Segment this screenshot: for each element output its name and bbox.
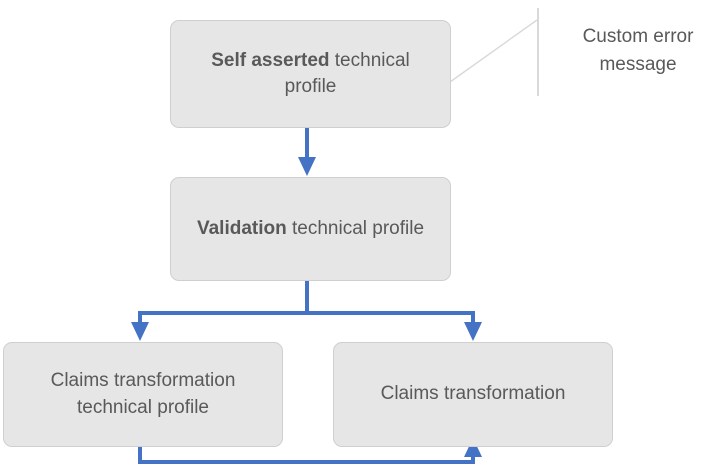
node-self-asserted-label: Self asserted technical profile (185, 48, 436, 100)
callout-line-1: Custom error (582, 26, 694, 47)
node-claims-transformation-technical-profile[interactable]: Claims transformation technical profile (3, 342, 283, 447)
arrow-self-asserted-to-validation (298, 128, 316, 176)
node-validation-label: Validation technical profile (185, 216, 436, 242)
arrow-validation-branch (131, 281, 482, 341)
callout-custom-error-message: Custom error message (558, 23, 718, 78)
arrow-claims-transformation-loop (138, 438, 482, 464)
node-claims-transformation-label: Claims transformation (380, 383, 566, 405)
callout-line-2: message (599, 53, 677, 75)
node-validation-label-bold: Validation (196, 217, 287, 239)
node-claims-transformation[interactable]: Claims transformation (333, 342, 613, 447)
node-validation-technical-profile[interactable]: Validation technical profile (170, 177, 451, 281)
node-validation-label-regular: technical profile (286, 217, 425, 239)
node-self-asserted-label-regular: technical profile (284, 49, 410, 97)
callout-diagonal-line (449, 19, 538, 83)
node-self-asserted-label-bold: Self asserted (211, 49, 330, 71)
node-claims-transformation-tp-label: Claims transformation technical profile (50, 370, 236, 418)
callout-leader-group (449, 8, 539, 96)
node-self-asserted-technical-profile[interactable]: Self asserted technical profile (170, 20, 451, 128)
